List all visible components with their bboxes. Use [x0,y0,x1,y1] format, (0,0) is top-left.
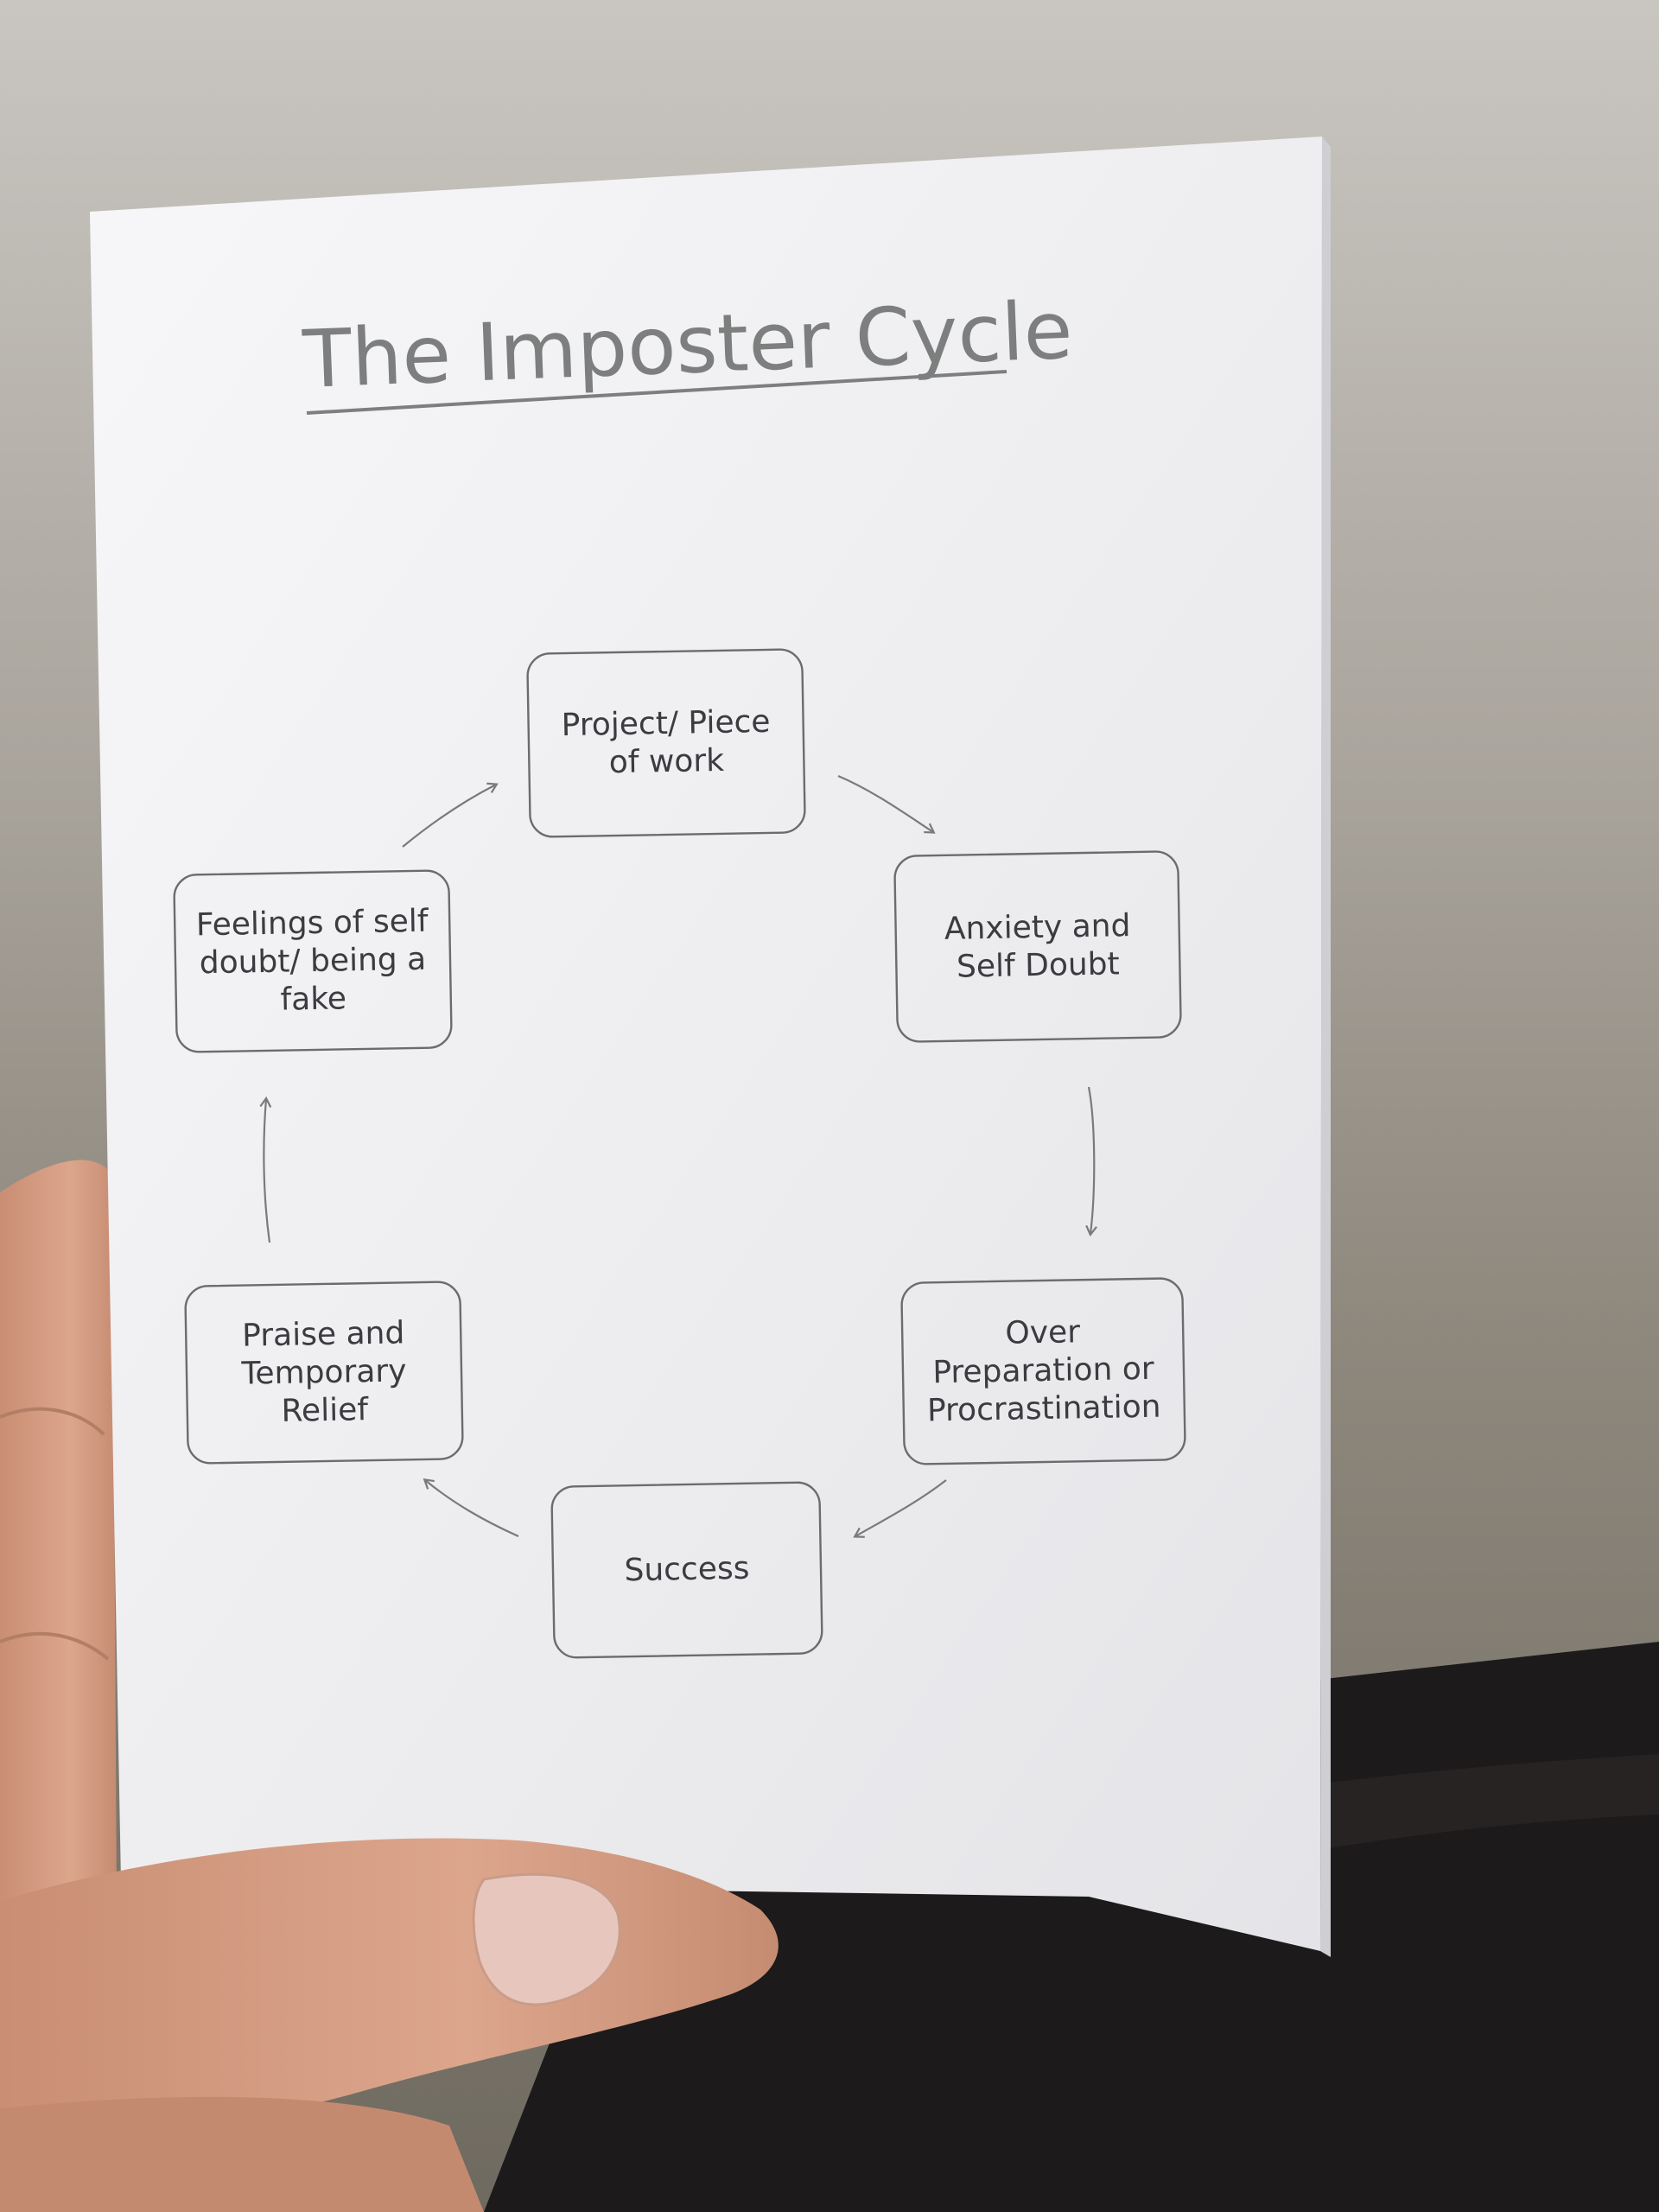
node-label-success: Success [624,1550,750,1589]
finger-crease-1 [0,1407,105,1436]
paper-shadow-edge [1320,137,1331,1957]
arrow-anxiety-to-overprep [1085,1086,1097,1237]
lower-hand [0,2096,484,2212]
cycle-arrows [259,774,1097,1538]
node-box-feelings [173,869,453,1053]
arrow-feelings-to-project [402,782,499,848]
finger-crease-2 [0,1631,110,1661]
node-label-anxiety: Anxiety and Self Doubt [944,907,1131,985]
node-boxes [173,648,1186,1659]
arrow-project-to-anxiety [837,774,936,834]
arrow-praise-to-feelings [259,1096,272,1243]
node-label-project: Project/ Piece of work [561,703,771,781]
paper-sheet [90,137,1322,1951]
node-label-overprep: Over Preparation or Procrastination [926,1314,1161,1429]
title-underline [306,370,1007,415]
thumbnail [472,1872,621,2006]
node-box-project [526,648,806,838]
diagram-title: The Imposter Cycle [301,283,1075,406]
node-label-feelings: Feelings of self doubt/ being a fake [195,903,429,1018]
node-box-praise [184,1281,464,1465]
hand-fingers [0,1160,117,1939]
arrow-overprep-to-success [853,1479,947,1538]
node-box-anxiety [893,850,1182,1043]
node-box-success [550,1481,823,1659]
node-label-praise: Praise and Temporary Relief [241,1314,407,1429]
arrow-success-to-praise [423,1478,519,1538]
node-box-overprep [900,1277,1186,1465]
